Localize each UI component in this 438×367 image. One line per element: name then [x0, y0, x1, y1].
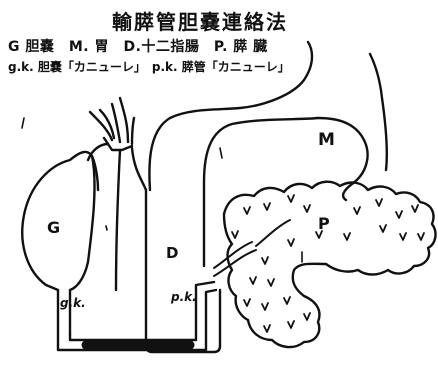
label-stomach: M: [318, 130, 335, 150]
duodenum-left-wall: [146, 190, 220, 352]
gallbladder-outline: [22, 152, 94, 345]
pancreas-outline: [224, 182, 435, 347]
label-pancreas: P: [318, 214, 330, 233]
diagram-title: 輸膵管胆嚢連絡法: [112, 6, 288, 35]
label-duodenum: D: [166, 244, 178, 262]
common-bile-duct: [116, 148, 146, 290]
hepatic-ducts: [90, 98, 134, 150]
legend-line-2: g.k. 胆嚢「カニューレ」 p.k. 膵管「カニューレ」: [8, 58, 290, 75]
label-pancreatic-cannula: p.k.: [171, 290, 197, 304]
duodenum-right-wall: [204, 118, 318, 266]
label-gallbladder-cannula: g.k.: [60, 296, 86, 310]
cystic-duct: [88, 144, 108, 190]
legend-line-1: G 胆嚢 M. 胃 D.十二指腸 P. 膵 臓: [8, 36, 268, 56]
label-gallbladder: G: [47, 218, 60, 237]
